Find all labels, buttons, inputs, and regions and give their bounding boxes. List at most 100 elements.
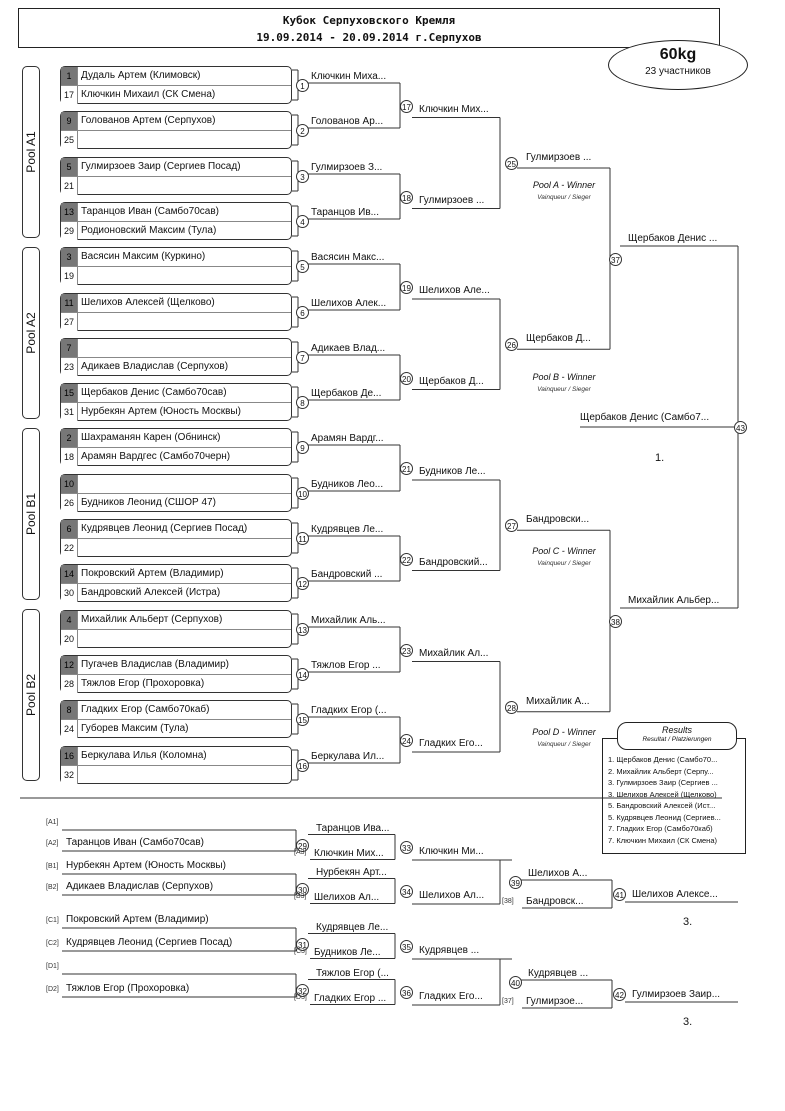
seed-number: 28 [61, 675, 78, 693]
match-number: 11 [296, 532, 309, 545]
match-winner: Кудрявцев Ле... [311, 524, 384, 535]
player-name: Гладких Егор (Самбо70каб) [81, 704, 210, 715]
match-number: 43 [734, 421, 747, 434]
player-name: Бандровский Алексей (Истра) [81, 587, 221, 598]
result-item: 5. Бандровский Алексей (Ист... [608, 801, 716, 810]
repechage-drop-tag: [37] [502, 998, 514, 1005]
seed-number: 8 [61, 701, 78, 719]
match-number: 23 [400, 643, 413, 657]
match-winner: Кудрявцев ... [419, 945, 480, 956]
pool-label-text: Pool A1 [24, 131, 38, 173]
repechage-seed-tag: [C1] [46, 917, 59, 924]
pool-label: Pool A1 [22, 66, 40, 238]
match-winner: Гладких Его... [419, 991, 483, 1002]
entry-row: 10 [61, 475, 291, 494]
match-number: 37 [609, 252, 622, 266]
match-winner: Адикаев Влад... [311, 343, 386, 354]
match-winner: Бандровский... [419, 556, 488, 568]
match-winner: Будников Ле... [419, 466, 486, 477]
match-number: 17 [400, 99, 413, 113]
repechage-drop-tag: [38] [502, 898, 514, 905]
match-number: 22 [400, 552, 413, 566]
repechage-player: Таранцов Иван (Самбо70сав) [66, 837, 204, 848]
match-number: 40 [509, 976, 522, 989]
seed-number: 32 [61, 766, 78, 784]
match-number: 32 [296, 983, 309, 997]
match-winner: Ключкин Мих... [419, 103, 489, 115]
seed-number: 15 [61, 384, 78, 402]
weight-class-badge: 60kg 23 участников [608, 40, 748, 90]
match-winner: Нурбекян Арт... [316, 866, 387, 878]
bronze-winner: Шелихов Алексе... [632, 889, 718, 900]
repechage-drop: Гулмирзое... [526, 996, 584, 1007]
player-name: Голованов Артем (Серпухов) [81, 115, 216, 126]
repechage-player: Адикаев Владислав (Серпухов) [66, 881, 214, 892]
repechage-drop: Будников Ле... [314, 946, 381, 958]
result-item: 3. Шелихов Алексей (Щелково) [608, 789, 717, 799]
repechage-player: Нурбекян Артем (Юность Москвы) [66, 860, 226, 871]
player-name: Покровский Артем (Владимир) [81, 568, 224, 579]
match-winner: Шелихов А... [528, 868, 588, 879]
player-name: Ключкин Михаил (СК Смена) [81, 89, 216, 100]
match-winner: Щербаков Д... [419, 375, 484, 387]
seed-number: 12 [61, 656, 78, 674]
weight-class: 60kg [659, 46, 697, 63]
match-winner: Гулмирзоев ... [526, 152, 592, 163]
result-item: 5. Кудрявцев Леонид (Сергиев... [608, 812, 721, 822]
match-number: 34 [400, 885, 413, 898]
pool-label-text: Pool B1 [24, 492, 38, 536]
match-winner: Щербаков Д... [526, 333, 591, 345]
match-number: 35 [400, 940, 413, 953]
player-name: Васясин Максим (Куркино) [81, 251, 206, 262]
match-winner: Тяжлов Егор ... [311, 660, 381, 671]
match-number: 36 [400, 986, 413, 999]
match-number: 29 [296, 838, 309, 852]
pool-winner-sublabel: Vainqueur / Sieger [537, 194, 591, 201]
seed-number: 5 [61, 158, 78, 176]
repechage-seed-tag: [A2] [46, 840, 59, 847]
match-number: 12 [296, 577, 309, 590]
player-name: Гулмирзоев Заир (Сергиев Посад) [81, 161, 241, 172]
match-number: 25 [505, 157, 518, 170]
match-number: 8 [296, 396, 309, 409]
result-item: 3. Гулмирзоев Заир (Сергиев ... [608, 778, 718, 787]
match-winner: Шелихов Алек... [311, 298, 387, 309]
seed-number: 4 [61, 611, 78, 629]
match-number: 31 [296, 937, 309, 951]
match-number: 4 [296, 215, 309, 228]
repechage-drop-tag: [B3] [294, 892, 307, 900]
match-winner: Гулмирзоев ... [419, 194, 485, 206]
entry-row: 20 [61, 630, 291, 648]
match-number: 41 [613, 888, 626, 901]
title-box: Кубок Серпуховского Кремля 19.09.2014 - … [18, 8, 720, 48]
match-winner: Шелихов Але... [419, 285, 490, 296]
match-number: 38 [609, 615, 622, 628]
match-number: 20 [400, 371, 413, 385]
entry-row: 7 [61, 339, 291, 358]
pool-winner-sublabel: Vainqueur / Sieger [537, 560, 591, 567]
result-item: 7. Ключкин Михаил (СК Смена) [608, 835, 717, 845]
repechage-seed-tag: [A1] [46, 819, 59, 826]
match-number: 28 [505, 700, 518, 714]
results-header: Results Resultat / Platzierungen [617, 722, 737, 750]
player-name: Пугачев Владислав (Владимир) [81, 659, 229, 670]
match-winner: Таранцов Ив... [311, 207, 379, 218]
match-winner: Тяжлов Егор (... [316, 967, 389, 979]
match-winner: Кудрявцев Ле... [316, 921, 389, 933]
